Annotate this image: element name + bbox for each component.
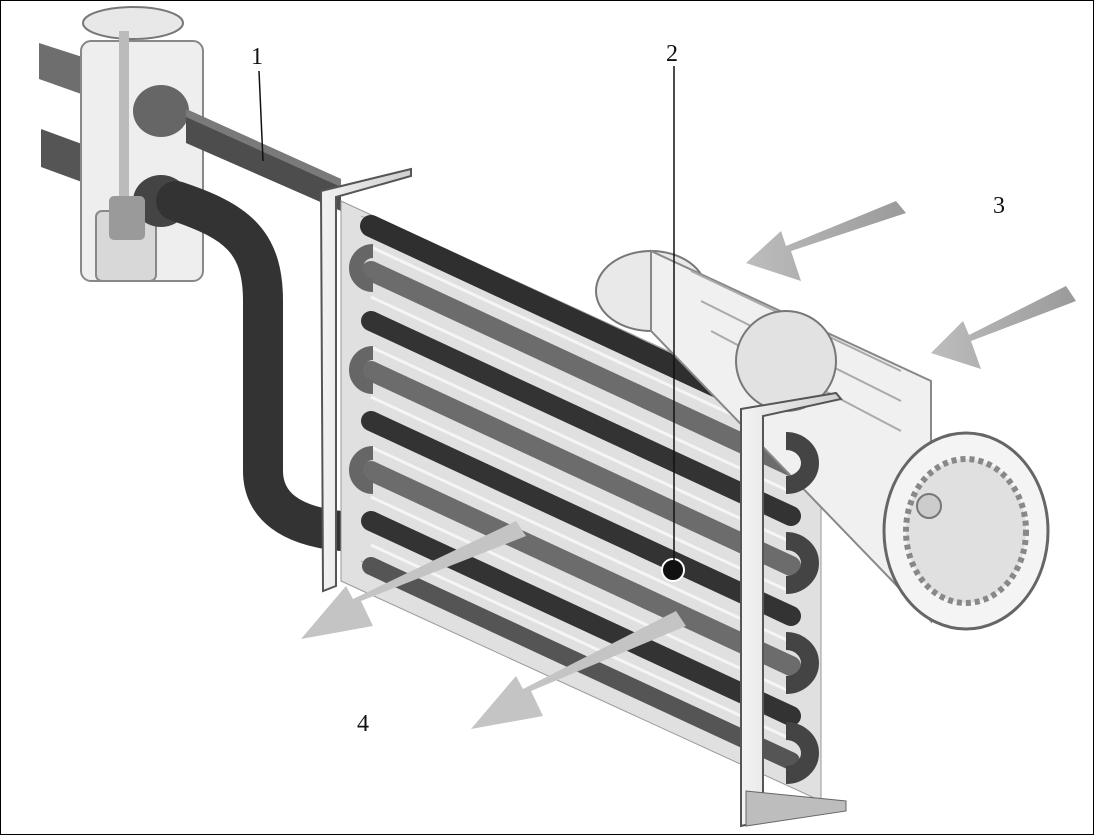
left-end-plate — [319, 167, 412, 593]
outgoing-air-arrows — [301, 521, 686, 729]
callout-2: 2 — [666, 41, 678, 67]
incoming-air-arrows — [746, 201, 1076, 369]
sensor-point — [661, 558, 685, 582]
callout-3: 3 — [993, 193, 1005, 219]
suction-pipe — [156, 181, 361, 551]
leader-lines — [258, 66, 675, 561]
callout-1: 1 — [251, 44, 263, 70]
expansion-valve — [80, 6, 204, 282]
right-end-plate — [740, 391, 847, 828]
callout-4: 4 — [357, 711, 369, 737]
